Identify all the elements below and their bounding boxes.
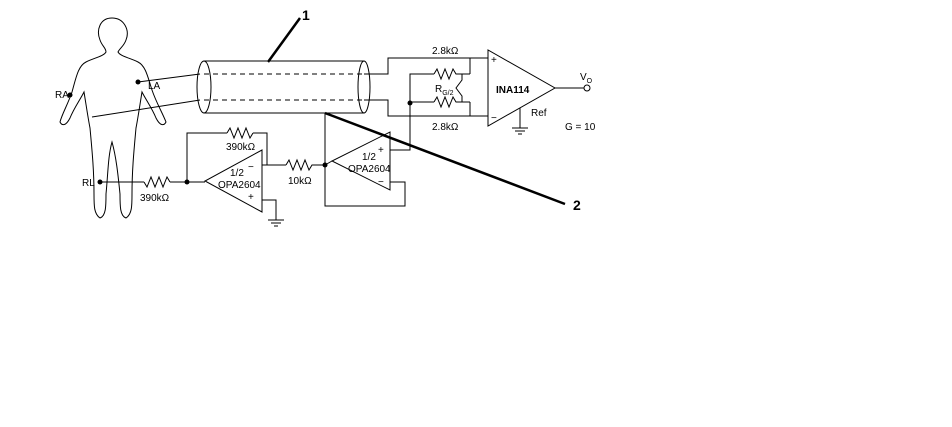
guard-callout-number: 2: [573, 197, 581, 213]
resistor-390k-output-label: 390kΩ: [140, 193, 170, 204]
shielded-cable: [196, 60, 371, 114]
ina114-amplifier: [487, 49, 557, 127]
ina-ref-label: Ref: [531, 108, 547, 119]
signal-wire-ra: [364, 99, 488, 117]
guard-sense-node: [407, 100, 413, 106]
resistor-390k-feedback: [226, 126, 254, 140]
driver-opamp-plus: +: [248, 192, 254, 203]
gain-label: G = 10: [565, 122, 596, 133]
cable-callout-line: [266, 17, 302, 63]
guard-opamp: [330, 131, 391, 191]
guard-opamp-line2: OPA2604: [348, 164, 391, 175]
ina-minus-sign: −: [491, 113, 497, 124]
driver-opamp: [203, 149, 263, 213]
vo-terminal: [583, 84, 591, 92]
ra-label: RA: [55, 90, 69, 101]
guard-opamp-plus: +: [378, 145, 384, 156]
cable-callout-number: 1: [302, 7, 310, 23]
ina-r-top-label: 2.8kΩ: [432, 46, 459, 57]
signal-wire-la: [364, 57, 488, 75]
rl-label: RL: [82, 178, 95, 189]
guard-opamp-minus: −: [378, 177, 384, 188]
ra-lead-wire: [91, 99, 201, 118]
body-outline: [59, 17, 167, 219]
driver-ground-symbol: [268, 219, 284, 227]
driver-opamp-line1: 1/2: [230, 168, 244, 179]
guard-opamp-line1: 1/2: [362, 152, 376, 163]
driver-opamp-line2: OPA2604: [218, 180, 261, 191]
resistor-10k-label: 10kΩ: [288, 176, 312, 187]
resistor-rg-top: [433, 67, 462, 81]
guard-callout-line: [324, 111, 566, 206]
vo-label: VO: [580, 72, 593, 85]
resistor-390k-output: [143, 175, 171, 189]
rg-label: RG/2: [435, 84, 454, 97]
guard-input-wire: [390, 105, 411, 151]
resistor-10k: [285, 158, 325, 172]
guard-feedback-wire: [324, 165, 406, 207]
resistor-390k-feedback-label: 390kΩ: [226, 142, 256, 153]
driver-opamp-minus: −: [248, 162, 254, 173]
la-label: LA: [148, 81, 161, 92]
ina-plus-sign: +: [491, 55, 497, 66]
ina-ground-symbol: [512, 127, 528, 135]
resistor-rg-bottom: [433, 95, 462, 109]
la-lead-wire: [137, 73, 201, 83]
ina114-label: INA114: [496, 85, 530, 96]
rg-node-wire: [409, 73, 434, 105]
ra-electrode: [67, 92, 73, 98]
ina-r-bottom-label: 2.8kΩ: [432, 122, 459, 133]
